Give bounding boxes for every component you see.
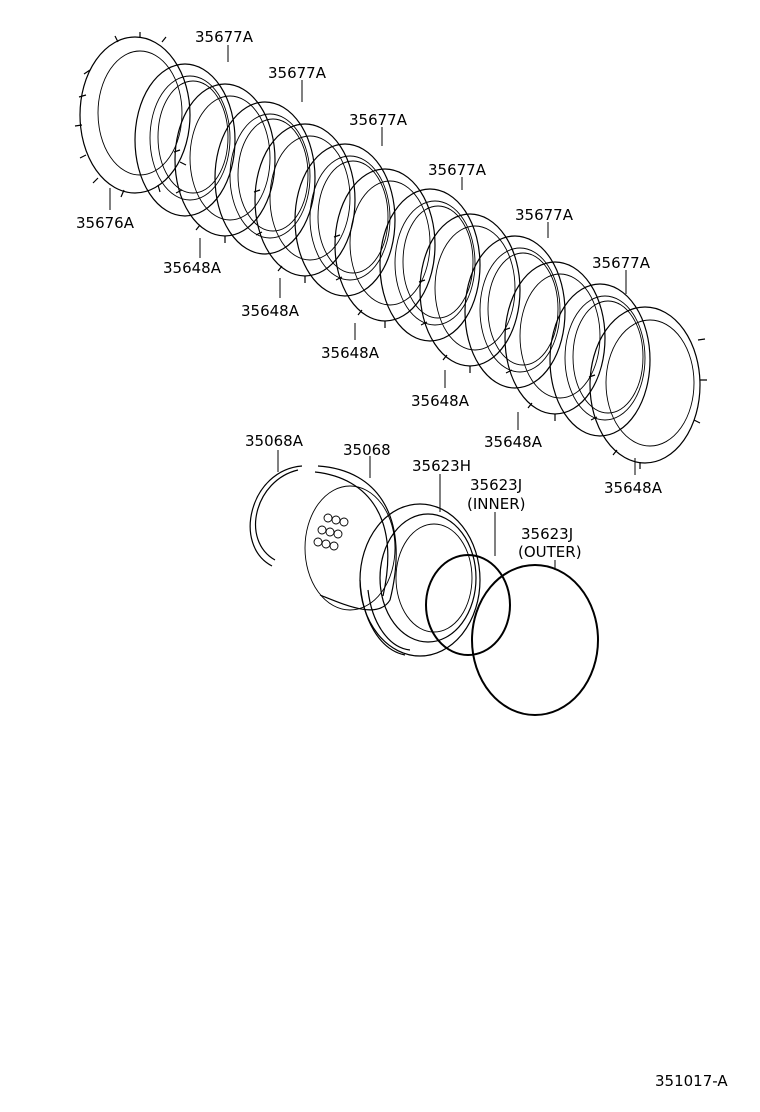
- diagram-code: 351017-A: [655, 1072, 728, 1090]
- label-35677a-1: 35677A: [195, 28, 254, 46]
- label-35623h: 35623H: [412, 457, 471, 475]
- label-35623j-inner: 35623J: [470, 476, 522, 494]
- disc-35677a-2: [214, 101, 316, 255]
- clutch-pack: [74, 32, 707, 469]
- label-35648a-6: 35648A: [604, 479, 663, 497]
- label-35677a-3: 35677A: [349, 111, 408, 129]
- label-35677a-2: 35677A: [268, 64, 327, 82]
- label-35677a-4: 35677A: [428, 161, 487, 179]
- disc-35677a-6: [549, 283, 651, 437]
- label-35068: 35068: [343, 441, 391, 459]
- label-35676a: 35676A: [76, 214, 135, 232]
- plate-35648a-5: [503, 261, 606, 421]
- label-35623j-outer: 35623J: [521, 525, 573, 543]
- label-35648a-2: 35648A: [241, 302, 300, 320]
- label-35677a-5: 35677A: [515, 206, 574, 224]
- spring-retainer-35068: [304, 465, 397, 611]
- o-ring-outer-35623j: [471, 564, 599, 716]
- label-35677a-6: 35677A: [592, 254, 651, 272]
- label-35648a-4: 35648A: [411, 392, 470, 410]
- label-35623j-inner-note: (INNER): [467, 495, 525, 513]
- label-35068a: 35068A: [245, 432, 304, 450]
- label-35648a-3: 35648A: [321, 344, 380, 362]
- label-35648a-1: 35648A: [163, 259, 222, 277]
- o-ring-inner-35623j: [425, 554, 511, 656]
- plate-35648a-4: [418, 213, 521, 373]
- part-labels: 35677A 35677A 35677A 35677A 35677A 35677…: [76, 28, 728, 1090]
- backing-plate-35676a: [74, 32, 191, 198]
- disc-35677a-5: [464, 235, 566, 389]
- return-springs: [313, 513, 349, 551]
- snap-ring-35068a: [249, 465, 303, 567]
- leader-lines: [109, 45, 636, 570]
- label-35648a-5: 35648A: [484, 433, 543, 451]
- plate-35648a-1: [173, 83, 276, 243]
- plate-35648a-2: [253, 123, 356, 283]
- disc-35677a-1: [134, 63, 236, 217]
- label-35623j-outer-note: (OUTER): [518, 543, 582, 561]
- piston-35623h: [359, 503, 481, 657]
- disc-35677a-4: [379, 188, 481, 342]
- plate-35648a-6: [588, 306, 707, 469]
